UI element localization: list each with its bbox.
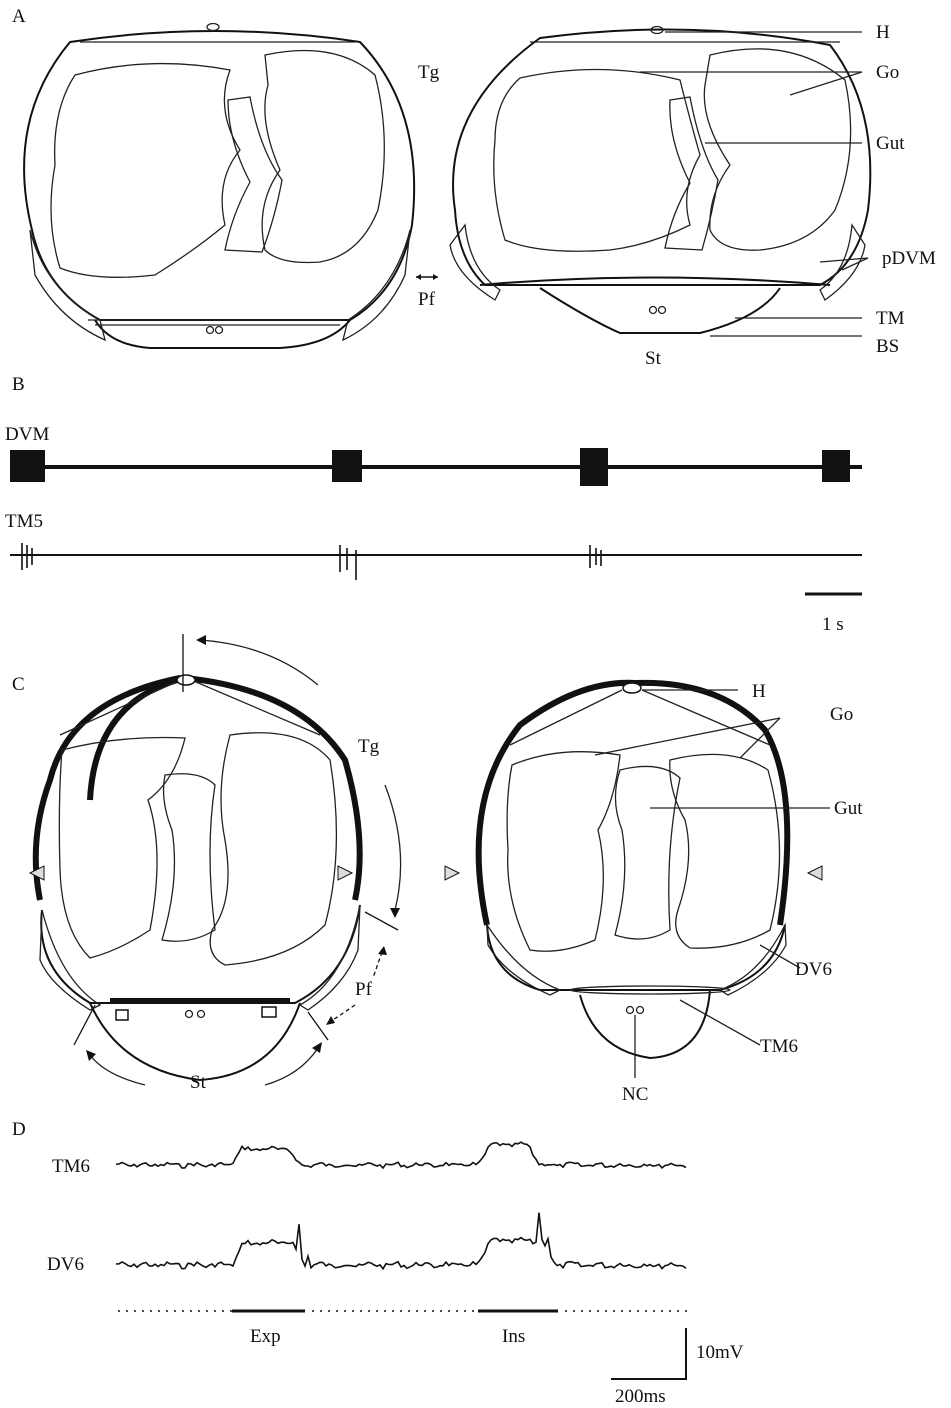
- c-right-gonad-left: [507, 752, 620, 952]
- c-tm6-label: TM6: [760, 1036, 798, 1057]
- c-h-label: H: [752, 681, 766, 702]
- d-exp-label: Exp: [250, 1326, 281, 1347]
- c-nc-label: NC: [622, 1084, 648, 1105]
- a-tm-label: TM: [876, 308, 905, 329]
- a-left-sternum: [95, 320, 350, 348]
- panel-a-left-section: [24, 24, 414, 349]
- d-ins-label: Ins: [502, 1326, 525, 1347]
- panel-c-right-section: [445, 683, 822, 1058]
- a-left-heart-icon: [207, 24, 219, 31]
- c-left-gonad-right: [210, 733, 336, 965]
- d-scale-v-label: 10mV: [696, 1342, 744, 1363]
- b-dvm-label: DVM: [5, 424, 49, 445]
- a-pf-label: Pf: [418, 289, 436, 310]
- b-dvm-burst: [822, 450, 850, 482]
- d-scale-bar: [611, 1328, 686, 1379]
- c-right-marker-icon: [808, 866, 822, 880]
- c-tg-label: Tg: [358, 736, 380, 757]
- b-dvm-burst: [332, 450, 362, 482]
- b-dvm-burst: [580, 448, 608, 486]
- a-right-sternum: [540, 288, 780, 333]
- a-left-nerve-cord-icon: [207, 327, 214, 334]
- c-dv6-label: DV6: [795, 959, 832, 980]
- a-gut-label: Gut: [876, 133, 905, 154]
- a-tg-label: Tg: [418, 62, 440, 83]
- c-right-nerve-cord-icon: [627, 1007, 634, 1014]
- panel-c-left-section: [30, 675, 360, 1080]
- c-pf-label: Pf: [355, 979, 373, 1000]
- a-right-nerve-cord-icon: [650, 307, 657, 314]
- c-gut-label: Gut: [834, 798, 863, 819]
- d-scale-t-label: 200ms: [615, 1386, 666, 1407]
- a-right-outline: [453, 29, 870, 285]
- c-pf-arrow-icon: [373, 952, 382, 978]
- c-st-arrow-right-icon: [265, 1048, 318, 1085]
- c-st-label: St: [190, 1072, 207, 1093]
- c-left-outline: [41, 905, 360, 1003]
- c-left-marker-icon: [338, 866, 352, 880]
- a-right-pdvm-l: [450, 225, 500, 300]
- d-tm6-label: TM6: [52, 1156, 90, 1177]
- a-st-label: St: [645, 348, 662, 369]
- a-left-gonad-left: [51, 64, 240, 278]
- a-right-gonad-left: [494, 69, 700, 251]
- a-h-label: H: [876, 22, 890, 43]
- c-right-sternum: [580, 990, 710, 1058]
- c-left-sternum: [90, 1003, 300, 1080]
- b-scale-label: 1 s: [822, 614, 844, 635]
- panel-d-label: D: [12, 1119, 26, 1140]
- b-dvm-trace: [10, 448, 862, 486]
- panel-c-label: C: [12, 674, 25, 695]
- panel-c-leaders: [595, 690, 830, 1078]
- b-tm5-spikes: [22, 543, 601, 580]
- a-go-label: Go: [876, 62, 899, 83]
- c-right-heart-icon: [623, 683, 641, 693]
- c-left-arrows: [74, 634, 401, 1085]
- a-left-pdvm-l: [30, 230, 105, 340]
- c-right-marker-icon: [445, 866, 459, 880]
- c-right-gonad-right: [670, 754, 780, 948]
- c-tg-arrow-icon: [200, 640, 318, 685]
- d-tm6-trace: [116, 1142, 686, 1168]
- c-left-tergite: [90, 678, 360, 900]
- d-dv6-label: DV6: [47, 1254, 84, 1275]
- c-left-heart-icon: [177, 675, 195, 685]
- d-dv6-trace: [116, 1213, 686, 1269]
- c-left-nerve-cord-icon: [186, 1011, 193, 1018]
- panel-b-label: B: [12, 374, 25, 395]
- b-dvm-burst: [10, 450, 45, 482]
- a-left-gut: [225, 97, 282, 252]
- a-right-gonad-right: [704, 49, 850, 250]
- c-right-gut: [615, 766, 680, 939]
- a-left-outline: [24, 31, 414, 320]
- b-tm5-label: TM5: [5, 511, 43, 532]
- b-tm5-trace: [10, 543, 862, 580]
- a-pdvm-label: pDVM: [882, 248, 936, 269]
- panel-a-label: A: [12, 6, 26, 27]
- c-go-label: Go: [830, 704, 853, 725]
- a-left-gonad-right: [262, 51, 384, 263]
- c-right-tergite: [479, 683, 788, 925]
- a-bs-label: BS: [876, 336, 899, 357]
- panel-a-leaders: [640, 32, 868, 336]
- c-left-gut: [162, 774, 215, 942]
